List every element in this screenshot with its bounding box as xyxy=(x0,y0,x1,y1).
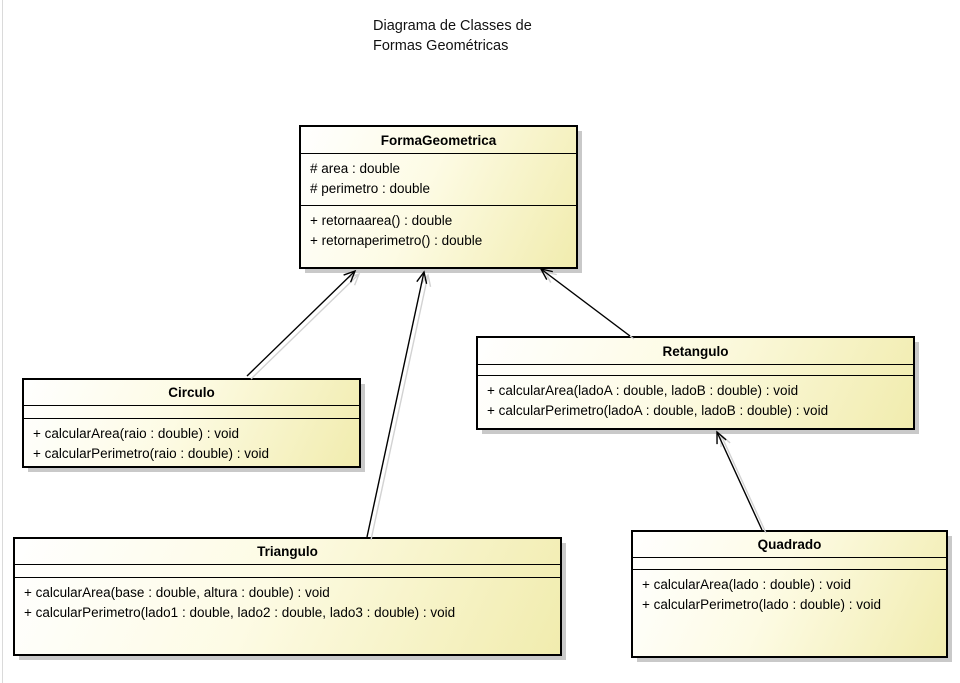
class-title: Quadrado xyxy=(633,532,946,558)
generalization-edge-quadrado-to-retangulo xyxy=(716,430,763,531)
class-triangulo: Triangulo + calcularArea(base : double, … xyxy=(13,537,562,656)
generalization-edge-retangulo-to-formageometrica xyxy=(539,267,631,337)
member-line: # perimetro : double xyxy=(310,181,431,196)
member-line: + calcularPerimetro(lado1 : double, lado… xyxy=(24,605,456,620)
attributes-compartment xyxy=(24,406,359,419)
member-line: + calcularArea(ladoA : double, ladoB : d… xyxy=(487,383,799,398)
attributes-compartment: # area : double # perimetro : double xyxy=(301,154,576,206)
methods-compartment: + calcularArea(base : double, altura : d… xyxy=(15,578,560,654)
member-line: + calcularArea(base : double, altura : d… xyxy=(24,585,330,600)
methods-compartment: + calcularArea(lado : double) : void + ca… xyxy=(633,570,946,656)
methods-compartment: + calcularArea(ladoA : double, ladoB : d… xyxy=(478,376,913,428)
class-circulo: Circulo + calcularArea(raio : double) : … xyxy=(22,378,361,468)
member-line: + retornaarea() : double xyxy=(310,213,453,228)
attributes-compartment xyxy=(478,365,913,376)
class-title: Triangulo xyxy=(15,539,560,565)
diagram-title: Diagrama de Classes de Formas Geométrica… xyxy=(373,16,532,56)
edge-shadow-triangulo xyxy=(370,273,432,541)
diagram-title-line-2: Formas Geométricas xyxy=(373,38,509,54)
generalization-edge-circulo-to-formageometrica xyxy=(246,269,357,377)
class-title: FormaGeometrica xyxy=(301,127,576,154)
edge-shadow-circulo xyxy=(250,272,361,380)
class-quadrado: Quadrado + calcularArea(lado : double) :… xyxy=(631,530,948,658)
methods-compartment: + calcularArea(raio : double) : void + ca… xyxy=(24,419,359,466)
class-formageometrica: FormaGeometrica # area : double # perimet… xyxy=(299,125,578,269)
attributes-compartment xyxy=(15,565,560,578)
member-line: + retornaperimetro() : double xyxy=(310,233,483,248)
canvas-edge-line xyxy=(2,0,3,683)
diagram-title-line-1: Diagrama de Classes de xyxy=(373,18,532,34)
attributes-compartment xyxy=(633,558,946,570)
member-line: + calcularPerimetro(raio : double) : voi… xyxy=(33,446,269,461)
class-title: Retangulo xyxy=(478,338,913,365)
edge-shadow-quadrado xyxy=(720,433,767,534)
member-line: + calcularArea(raio : double) : void xyxy=(33,426,239,441)
member-line: + calcularPerimetro(lado : double) : voi… xyxy=(642,597,881,612)
member-line: + calcularArea(lado : double) : void xyxy=(642,577,851,592)
edge-shadow-retangulo xyxy=(543,270,635,340)
generalization-edge-triangulo-to-formageometrica xyxy=(366,270,428,538)
methods-compartment: + retornaarea() : double + retornaperimet… xyxy=(301,206,576,267)
class-title: Circulo xyxy=(24,380,359,406)
member-line: # area : double xyxy=(310,161,401,176)
class-retangulo: Retangulo + calcularArea(ladoA : double,… xyxy=(476,336,915,430)
member-line: + calcularPerimetro(ladoA : double, lado… xyxy=(487,403,829,418)
